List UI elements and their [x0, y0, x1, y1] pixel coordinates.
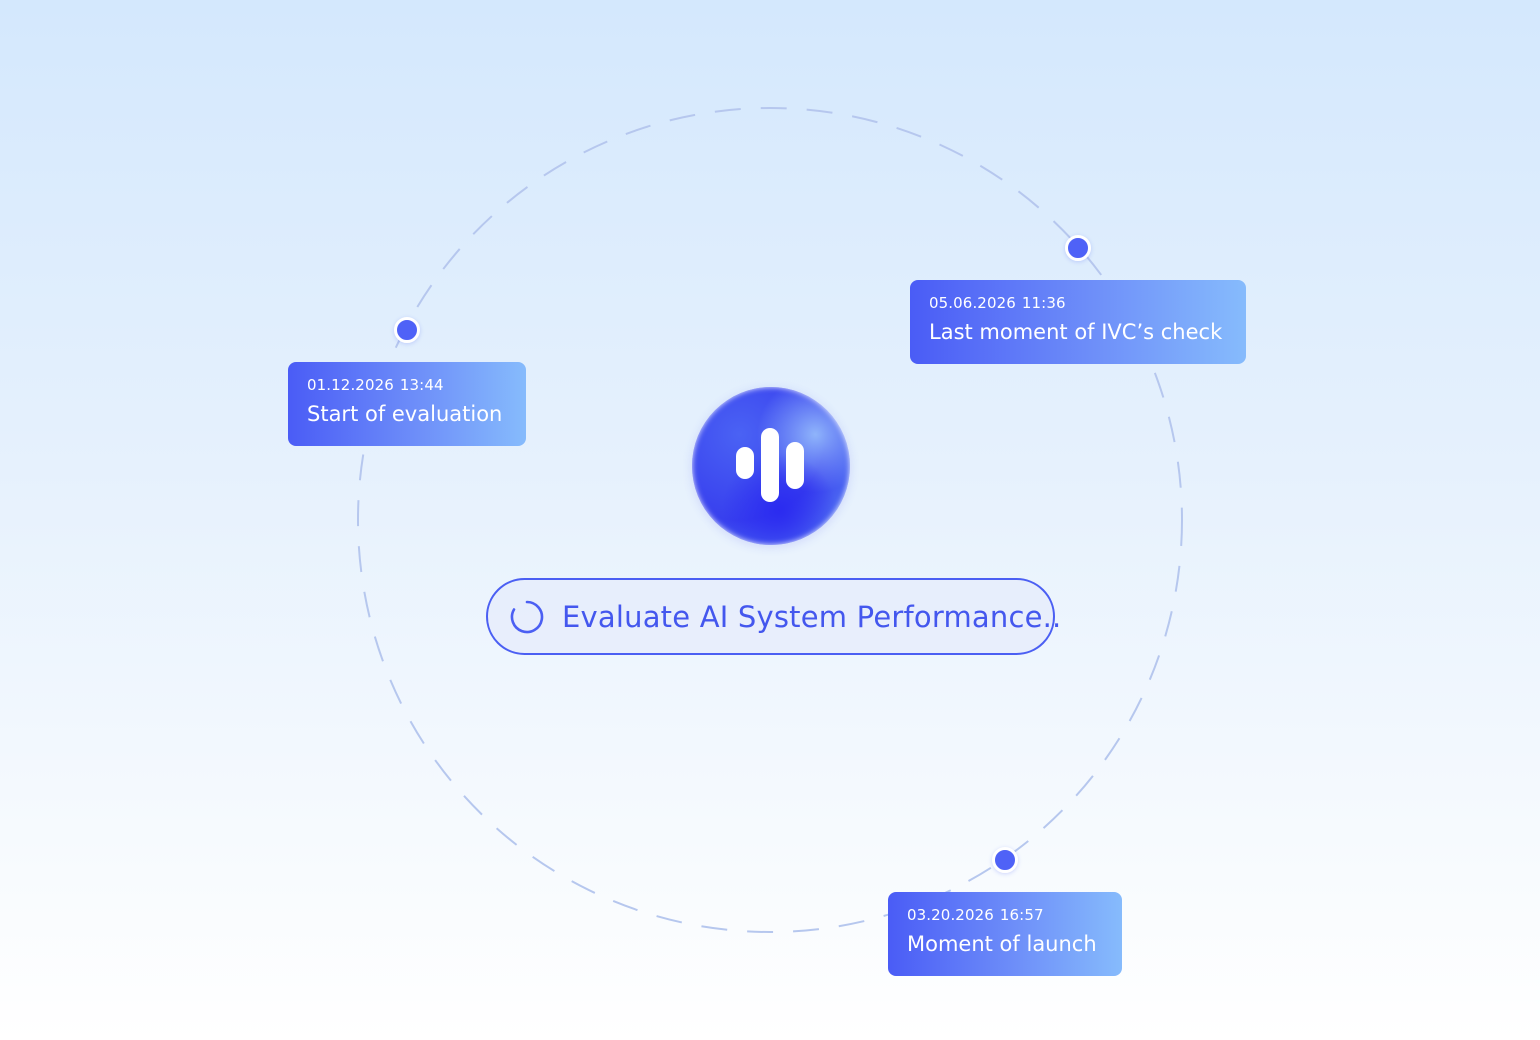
event-time: 16:57	[999, 906, 1044, 924]
timeline-marker-start	[394, 317, 420, 343]
event-date: 05.06.2026	[929, 294, 1016, 312]
event-timestamp: 05.06.2026 11:36	[929, 294, 1227, 312]
audio-bar-left	[736, 447, 754, 479]
timeline-marker-launch	[992, 847, 1018, 873]
event-timestamp: 03.20.2026 16:57	[907, 906, 1103, 924]
audio-bar-center	[761, 428, 779, 502]
event-date: 01.12.2026	[307, 376, 394, 394]
event-timestamp: 01.12.2026 13:44	[307, 376, 507, 394]
event-time: 13:44	[399, 376, 444, 394]
loading-spinner-icon	[510, 600, 544, 634]
status-text: Evaluate AI System Performance..	[562, 600, 1062, 634]
event-label: Start of evaluation	[307, 402, 503, 426]
event-date: 03.20.2026	[907, 906, 994, 924]
event-label: Moment of launch	[907, 932, 1097, 956]
event-time: 11:36	[1021, 294, 1066, 312]
assistant-logo-orb	[692, 387, 850, 545]
event-card-launch[interactable]: 03.20.2026 16:57 Moment of launch	[888, 892, 1122, 976]
audio-bar-right	[786, 442, 804, 489]
event-card-check[interactable]: 05.06.2026 11:36 Last moment of IVC’s che…	[910, 280, 1246, 364]
event-card-start[interactable]: 01.12.2026 13:44 Start of evaluation	[288, 362, 526, 446]
event-label: Last moment of IVC’s check	[929, 320, 1223, 344]
timeline-marker-check	[1065, 235, 1091, 261]
status-pill: Evaluate AI System Performance..	[486, 578, 1061, 655]
